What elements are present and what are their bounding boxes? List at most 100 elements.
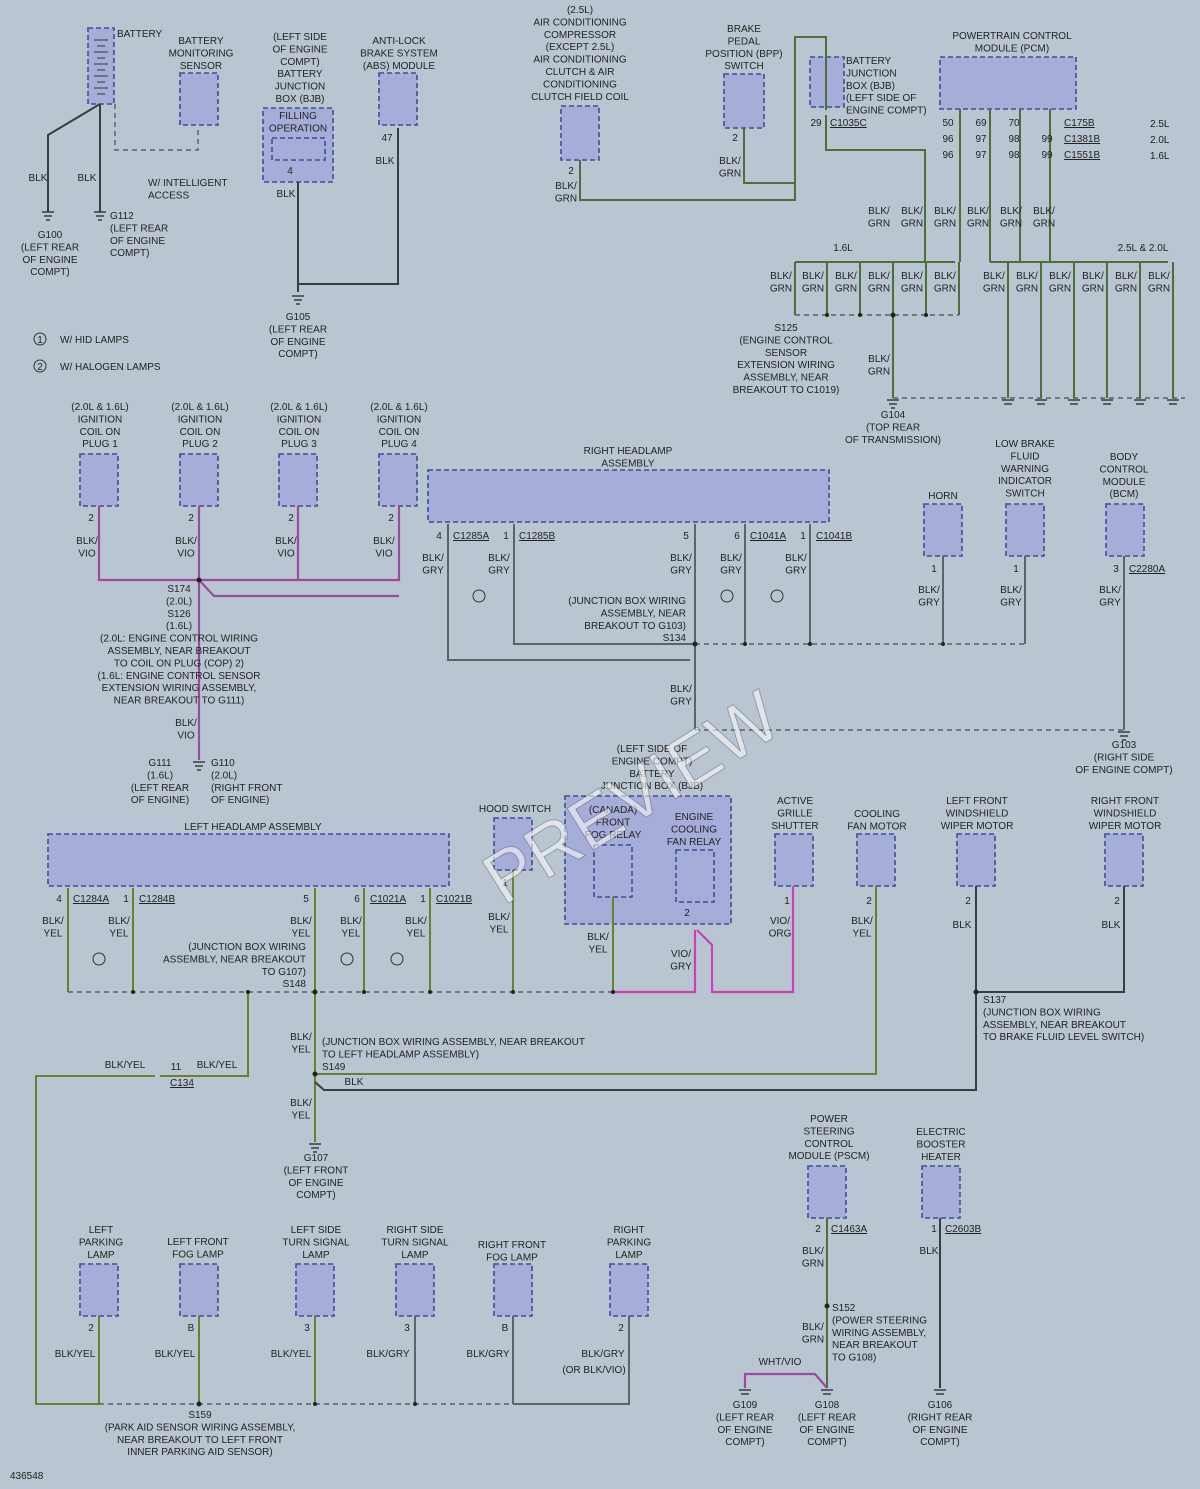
s152-label-line-2: (POWER STEERING bbox=[832, 1315, 927, 1326]
wires bbox=[35, 36, 1185, 1405]
wire-blk-gry-9-line-2: GRY bbox=[670, 696, 692, 707]
g107-label-line-3: OF ENGINE bbox=[288, 1178, 343, 1189]
wire-blk-yel-5-line-2: YEL bbox=[407, 928, 426, 939]
wire-blk-grn-pcm-4-line-1: BLK/ bbox=[967, 206, 989, 217]
wire-blk-grn-25-3-line-1: BLK/ bbox=[1049, 271, 1071, 282]
g103-label-line-3: OF ENGINE COMPT) bbox=[1075, 765, 1172, 776]
cooling-fan-relay-label-line-3: FAN RELAY bbox=[667, 837, 722, 848]
wire-blk-yel-7-line-2: YEL bbox=[589, 944, 608, 955]
pin-low-brake-1: 1 bbox=[1013, 564, 1019, 575]
c1285b-label: C1285B bbox=[519, 531, 555, 542]
wire-blk-grn-pcm-6-line-1: BLK/ bbox=[1033, 206, 1055, 217]
wire-blk-yel-lfog: BLK/YEL bbox=[155, 1349, 196, 1360]
s148-label-line-2: ASSEMBLY, NEAR BREAKOUT bbox=[163, 954, 306, 965]
coil-1-label-line-4: PLUG 1 bbox=[82, 439, 118, 450]
cooling-fan-motor-label-line-1: COOLING bbox=[854, 809, 900, 820]
wire-blk-yel-c134-right: BLK/YEL bbox=[197, 1060, 238, 1071]
bjb-mid-label-line-3: BATTERY bbox=[629, 769, 675, 780]
wire-blk-vio-1-line-1: BLK/ bbox=[76, 536, 98, 547]
wire-blk-gry-1-line-2: GRY bbox=[422, 565, 444, 576]
wire-blk-yel-8-line-2: YEL bbox=[853, 928, 872, 939]
bjb-top-label-line-5: JUNCTION bbox=[275, 82, 326, 93]
left-parking-lamp-label-line-1: LEFT bbox=[89, 1225, 113, 1236]
engine-label-25: 2.5L bbox=[1150, 119, 1170, 130]
right-fog-lamp-box bbox=[493, 1263, 533, 1317]
ac-compressor-label-line-4: (EXCEPT 2.5L) bbox=[546, 42, 615, 53]
wire-blk-gry-6-line-1: BLK/ bbox=[918, 585, 940, 596]
bjb-mid-label-line-2: ENGINE COMPT) bbox=[612, 756, 693, 767]
coil-3-label-line-4: PLUG 3 bbox=[281, 439, 317, 450]
wire-blk-vio-2-line-2: VIO bbox=[177, 548, 194, 559]
pin-coil4-2: 2 bbox=[388, 513, 394, 524]
intelligent-access-label-line-2: ACCESS bbox=[148, 190, 189, 201]
booster-heater-label-line-1: ELECTRIC bbox=[916, 1127, 965, 1138]
pin-c1041b-1: 1 bbox=[800, 531, 806, 542]
s134-label-line-1: (JUNCTION BOX WIRING bbox=[568, 596, 686, 607]
bjb-top-label-line-6: BOX (BJB) bbox=[276, 94, 325, 105]
wire-blk-2: BLK bbox=[78, 173, 97, 184]
component-boxes bbox=[47, 27, 1145, 1317]
bjb-right-label-line-1: BATTERY bbox=[846, 56, 892, 67]
g104-label-line-2: (TOP REAR bbox=[866, 422, 920, 433]
s134-label-line-3: BREAKOUT TO G103) bbox=[584, 621, 686, 632]
pin-lfog-b: B bbox=[188, 1323, 195, 1334]
left-parking-lamp-box bbox=[79, 1263, 119, 1317]
pin-fan-2: 2 bbox=[866, 896, 872, 907]
right-parking-lamp-box bbox=[609, 1263, 649, 1317]
abs-module-box bbox=[378, 72, 418, 126]
wire-blk-gry-5-line-2: GRY bbox=[785, 565, 807, 576]
lf-wiper-label-line-1: LEFT FRONT bbox=[946, 796, 1007, 807]
cooling-fan-motor-label-line-2: FAN MOTOR bbox=[847, 821, 906, 832]
left-fog-lamp-label-line-1: LEFT FRONT bbox=[167, 1237, 228, 1248]
pin-coil1-2: 2 bbox=[88, 513, 94, 524]
g110-label-line-2: (2.0L) bbox=[211, 770, 237, 781]
s174-label-line-8: (1.6L: ENGINE CONTROL SENSOR bbox=[98, 671, 261, 682]
bjb-top-label-line-4: BATTERY bbox=[277, 69, 323, 80]
wire-blk-grn-16-3-line-2: GRN bbox=[835, 283, 857, 294]
wire-or-blk-vio: (OR BLK/VIO) bbox=[562, 1365, 625, 1376]
wire-blk-grn-16-3-line-1: BLK/ bbox=[835, 271, 857, 282]
g107-label-line-1: G107 bbox=[304, 1153, 329, 1164]
cooling-fan-relay-box bbox=[675, 849, 715, 903]
wire-blk-yel-c134-left: BLK/YEL bbox=[105, 1060, 146, 1071]
coil-2-label-line-2: IGNITION bbox=[178, 414, 222, 425]
wire-blk-grn-25-4-line-1: BLK/ bbox=[1082, 271, 1104, 282]
wire-blk-1: BLK bbox=[29, 173, 48, 184]
s174-label-line-4: (1.6L) bbox=[166, 621, 192, 632]
wire-blk-grn-25-1-line-1: BLK/ bbox=[983, 271, 1005, 282]
g108-label-line-2: (LEFT REAR bbox=[798, 1412, 856, 1423]
g105-label-line-3: OF ENGINE bbox=[270, 337, 325, 348]
c1284b-label: C1284B bbox=[139, 894, 175, 905]
wire-blk-grn-pcm-1-line-2: GRN bbox=[868, 218, 890, 229]
pscm-label-line-4: MODULE (PSCM) bbox=[788, 1151, 869, 1162]
bjb-top-label-line-3: COMPT) bbox=[280, 57, 319, 68]
left-turn-lamp-label-line-3: LAMP bbox=[302, 1250, 330, 1261]
s149-label-line-2: TO LEFT HEADLAMP ASSEMBLY) bbox=[322, 1049, 479, 1060]
s174-label-line-1: S174 bbox=[167, 584, 191, 595]
left-turn-lamp-label-line-2: TURN SIGNAL bbox=[282, 1237, 350, 1248]
coil-2-label-line-3: COIL ON bbox=[180, 427, 221, 438]
s159-label-line-1: S159 bbox=[188, 1410, 212, 1421]
s125-label-line-2: (ENGINE CONTROL bbox=[739, 335, 833, 346]
bpp-switch-label-line-3: POSITION (BPP) bbox=[705, 49, 782, 60]
wire-blk-grn-16-6-line-1: BLK/ bbox=[934, 271, 956, 282]
wire-blk-grn-pcm-5-line-1: BLK/ bbox=[1000, 206, 1022, 217]
wire-blk-grn-16-1-line-2: GRN bbox=[770, 283, 792, 294]
g106-label-line-4: COMPT) bbox=[920, 1437, 959, 1448]
wire-blk-gry-4-line-1: BLK/ bbox=[720, 553, 742, 564]
active-grille-box bbox=[774, 833, 814, 887]
wire-blk-yel-2-line-2: YEL bbox=[110, 928, 129, 939]
coil-3-label-line-3: COIL ON bbox=[279, 427, 320, 438]
right-headlamp-label-line-2: ASSEMBLY bbox=[601, 458, 654, 469]
g106-label-line-3: OF ENGINE bbox=[912, 1425, 967, 1436]
right-parking-lamp-label-line-1: RIGHT bbox=[613, 1225, 644, 1236]
low-brake-label-line-3: WARNING bbox=[1001, 464, 1049, 475]
c1035c-label: C1035C bbox=[830, 118, 867, 129]
engine-label-20: 2.0L bbox=[1150, 135, 1170, 146]
wire-blk-yel-4-line-2: YEL bbox=[342, 928, 361, 939]
g103-label-line-1: G103 bbox=[1112, 740, 1137, 751]
s148-label-line-1: (JUNCTION BOX WIRING bbox=[188, 942, 306, 953]
wire-blk-grn-bpp-line-2: GRN bbox=[719, 168, 741, 179]
pin-hood-1: 1 bbox=[502, 878, 508, 889]
